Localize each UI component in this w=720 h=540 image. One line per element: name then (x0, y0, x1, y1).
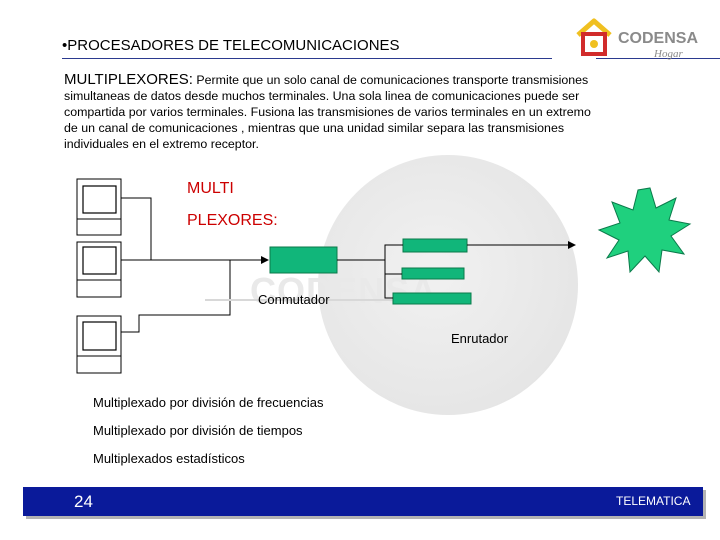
paragraph-line-3: compartida por varios terminales. Fusion… (64, 105, 591, 119)
label-enrutador: Enrutador (451, 331, 509, 346)
title-underline-right (596, 58, 720, 59)
label-conmutador: Conmutador (258, 292, 330, 307)
paragraph-line-2: simultaneas de datos desde muchos termin… (64, 89, 580, 103)
router-box-2 (401, 267, 465, 280)
title-underline (62, 58, 552, 59)
type-frequency: Multiplexado por división de frecuencias (93, 395, 324, 410)
paragraph-heading: MULTIPLEXORES: (64, 71, 193, 88)
paragraph-line-5: individuales en el extremo receptor. (64, 137, 259, 151)
slide-title: •PROCESADORES DE TELECOMUNICACIONES (62, 37, 400, 54)
codensa-logo: CODENSA Hogar (576, 18, 698, 60)
terminal-connections (121, 197, 269, 333)
page-number: 24 (74, 492, 93, 511)
house-icon (576, 18, 612, 56)
label-plexores: PLEXORES: (187, 212, 278, 229)
footer-bar (23, 487, 703, 516)
watermark-circle (318, 155, 578, 415)
description-paragraph: MULTIPLEXORES: Permite que un solo canal… (64, 72, 694, 152)
router-box-1 (402, 238, 468, 253)
terminal-2 (76, 241, 122, 298)
router-box-3 (392, 292, 472, 305)
paragraph-line-4: de un canal de comunicaciones , mientras… (64, 121, 565, 135)
type-time: Multiplexado por división de tiempos (93, 423, 303, 438)
footer-course-label: TELEMATICA (616, 494, 691, 508)
router-connections (337, 241, 576, 299)
type-statistical: Multiplexados estadísticos (93, 451, 245, 466)
multiplexer-box (269, 246, 338, 274)
logo-name: CODENSA (618, 30, 698, 47)
terminal-1 (76, 178, 122, 236)
paragraph-line-1: Permite que un solo canal de comunicacio… (192, 73, 589, 87)
logo-sub: Hogar (653, 48, 683, 60)
label-multi: MULTI (187, 180, 234, 197)
network-burst-icon (597, 187, 692, 274)
terminal-3 (76, 315, 122, 374)
